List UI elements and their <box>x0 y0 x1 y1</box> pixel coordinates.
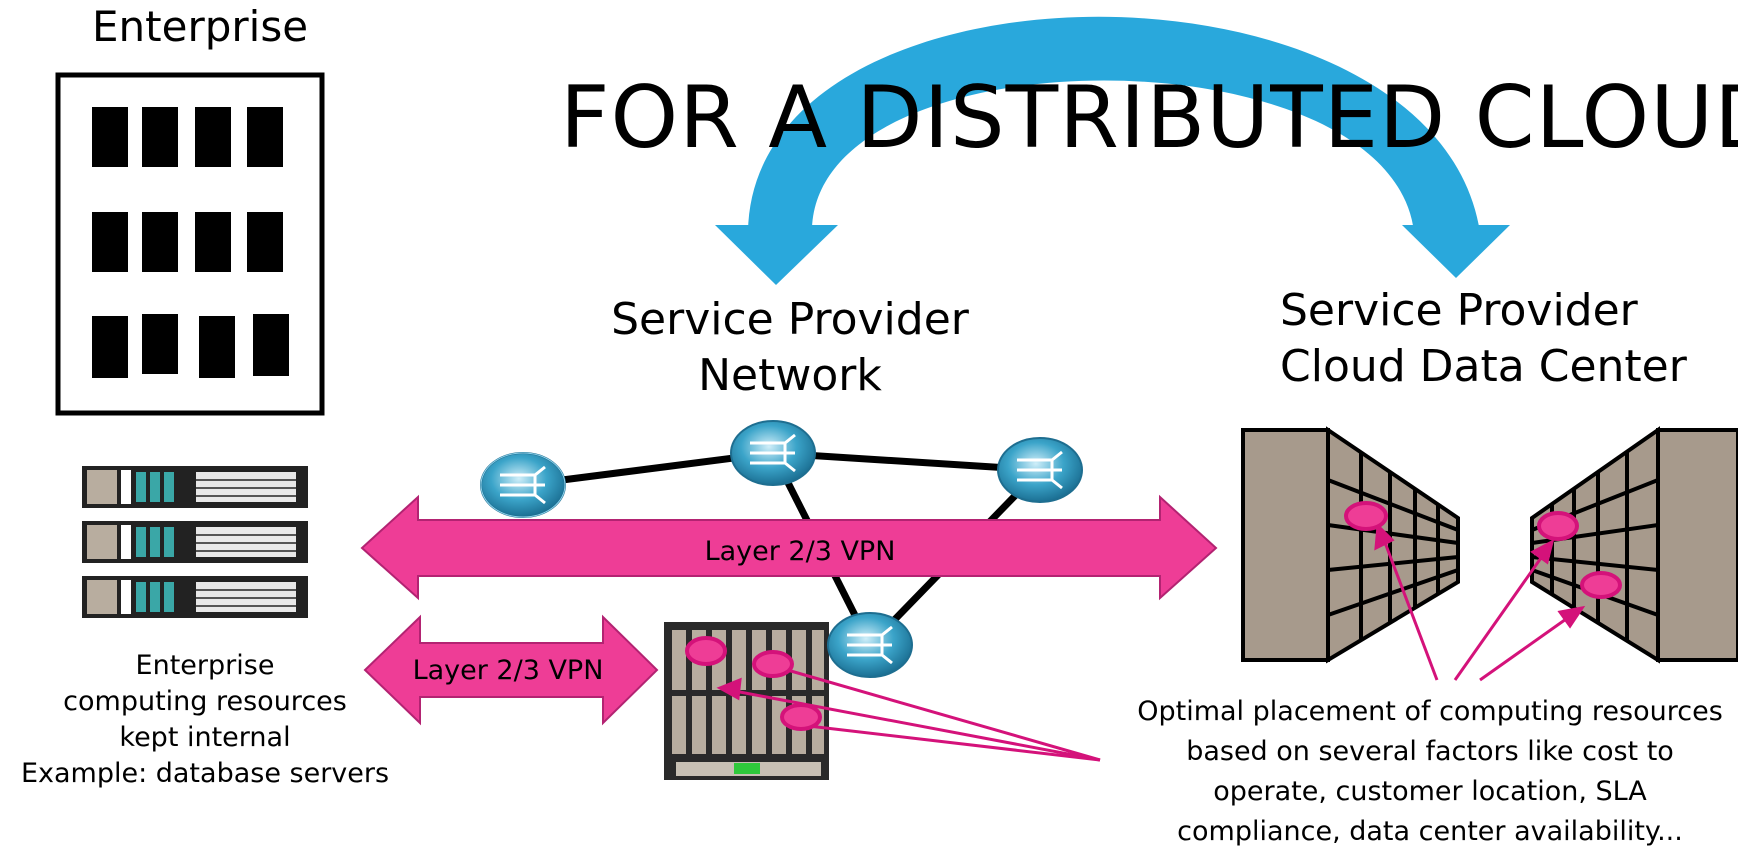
caption-line: computing resources <box>63 686 347 717</box>
data-center-right-icon <box>1530 426 1738 664</box>
caption-line: Enterprise <box>135 650 275 681</box>
caption-line: kept internal <box>119 722 291 753</box>
compute-resource-icon <box>685 501 1622 731</box>
page-title: FOR A DISTRIBUTED CLOUD <box>560 68 1738 168</box>
sp-datacenter-label: Service Provider Cloud Data Center <box>1280 283 1687 395</box>
sp-datacenter-label-line: Service Provider <box>1280 285 1638 336</box>
curved-arrow-icon <box>715 16 1510 285</box>
caption-line: Example: database servers <box>20 758 390 789</box>
router-icon <box>730 420 816 486</box>
caption-line: operate, customer location, SLA <box>1213 776 1647 807</box>
router-icon <box>480 452 566 518</box>
caption-line: Optimal placement of computing resources <box>1137 696 1723 727</box>
vpn-main-label: Layer 2/3 VPN <box>704 536 896 567</box>
data-center-left-icon <box>1241 426 1460 664</box>
sp-network-label: Service Provider Network <box>540 292 1040 404</box>
caption-line: based on several factors like cost to <box>1186 736 1674 767</box>
router-icon <box>827 612 913 678</box>
router-icon <box>997 437 1083 503</box>
enterprise-label: Enterprise <box>92 2 309 51</box>
optimal-placement-caption: Optimal placement of computing resources… <box>1120 692 1738 852</box>
enterprise-servers-icon <box>82 466 308 618</box>
sp-network-label-line: Service Provider <box>611 294 969 345</box>
sp-datacenter-label-line: Cloud Data Center <box>1280 341 1687 392</box>
enterprise-building-icon <box>55 72 325 416</box>
vpn-arrow-local <box>363 614 659 726</box>
vpn-arrow-main <box>360 494 1218 601</box>
vpn-local-label: Layer 2/3 VPN <box>412 655 604 686</box>
caption-line: compliance, data center availability... <box>1177 816 1683 847</box>
sp-network-label-line: Network <box>698 350 882 401</box>
enterprise-resources-caption: Enterprise computing resources kept inte… <box>0 648 410 792</box>
placement-pointers <box>716 522 1586 762</box>
